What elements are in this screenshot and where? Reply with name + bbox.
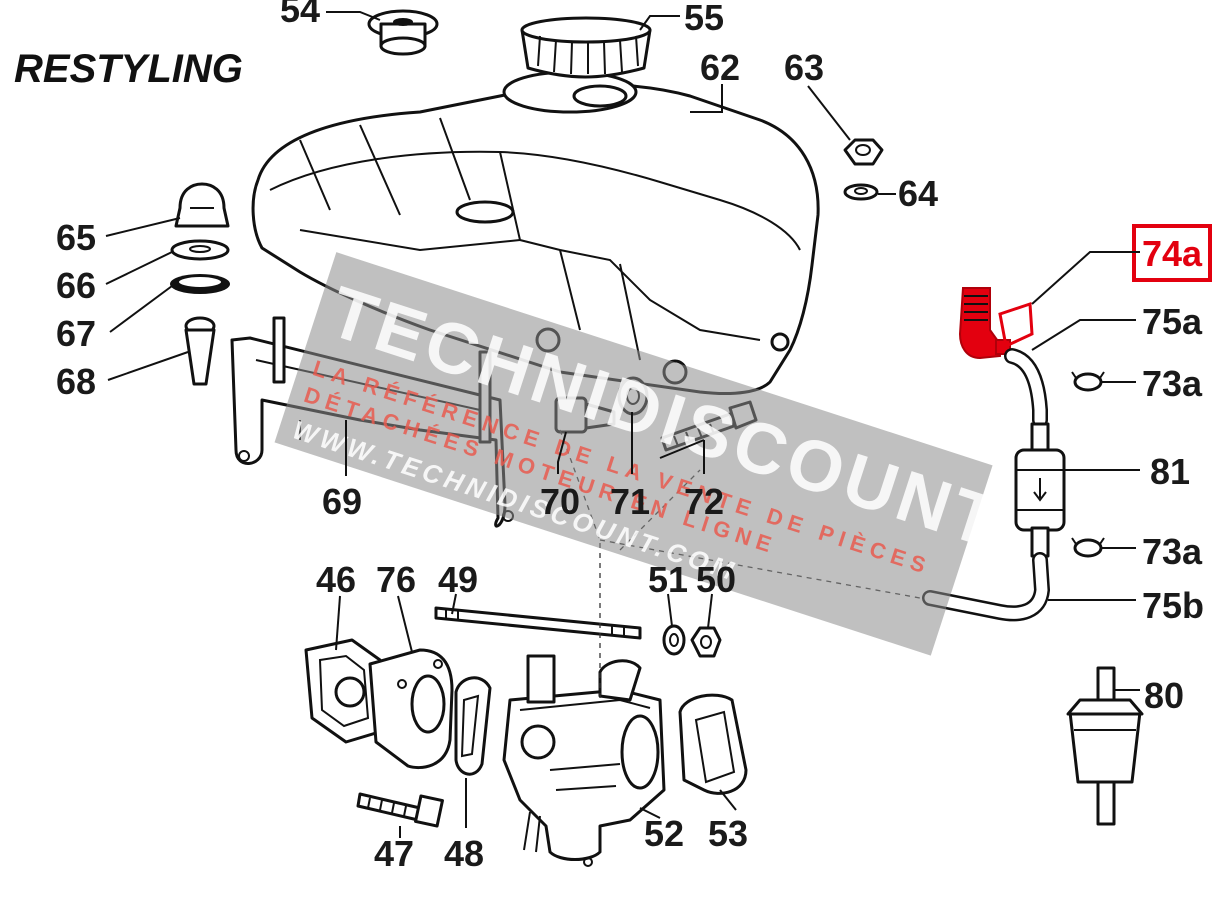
tank-nut [843,138,884,166]
carb-nut [690,626,722,658]
flat-washer [170,239,230,261]
callout-75a: 75a [1142,301,1203,342]
callout-64: 64 [898,173,938,214]
callout-55: 55 [684,0,724,38]
elbow-highlight-outline [998,301,1034,349]
callout-66: 66 [56,265,96,306]
callout-labels: 54 55 62 63 64 65 66 67 68 69 70 71 72 7… [56,0,1204,874]
callout-69: 69 [322,481,362,522]
callout-62: 62 [700,47,740,88]
callout-80: 80 [1144,675,1184,716]
callout-49: 49 [438,559,478,600]
carb-washer [662,624,686,656]
leader-lines [105,11,1140,838]
callout-51: 51 [648,559,688,600]
carburetor [502,654,666,867]
callout-65: 65 [56,217,96,258]
intake-manifold [368,648,454,770]
alternate-fuel-filter [1066,666,1144,826]
callout-71: 71 [610,481,650,522]
air-filter-gasket [678,693,748,795]
carb-gasket [454,676,492,776]
tank-grommet [367,9,439,56]
callout-47: 47 [374,833,414,874]
callout-68: 68 [56,361,96,402]
fuel-cap [520,16,652,79]
callout-53: 53 [708,813,748,854]
callout-74a: 74a [1142,233,1203,274]
assembly-line-1 [559,429,601,700]
callout-76: 76 [376,559,416,600]
callout-63: 63 [784,47,824,88]
cap-nut [174,182,230,228]
diagram-title: RESTYLING [14,47,243,91]
callout-72: 72 [684,481,724,522]
callout-48: 48 [444,833,484,874]
callout-46: 46 [316,559,356,600]
hose-clamp-upper [1071,371,1105,392]
callout-75b: 75b [1142,585,1204,626]
mounting-stud [184,316,216,386]
callout-50: 50 [696,559,736,600]
callout-81: 81 [1150,451,1190,492]
callout-70: 70 [540,481,580,522]
watermark-band [274,252,993,656]
callout-54: 54 [280,0,320,30]
rubber-washer [170,274,230,294]
callout-52: 52 [644,813,684,854]
callout-73a-upper: 73a [1142,363,1203,404]
callout-67: 67 [56,313,96,354]
inline-fuel-filter [1014,422,1066,558]
tank-washer [843,183,879,201]
hose-clamp-lower [1071,537,1105,558]
callout-73a-lower: 73a [1142,531,1203,572]
manifold-bolt [356,792,444,828]
long-stud [434,606,642,640]
